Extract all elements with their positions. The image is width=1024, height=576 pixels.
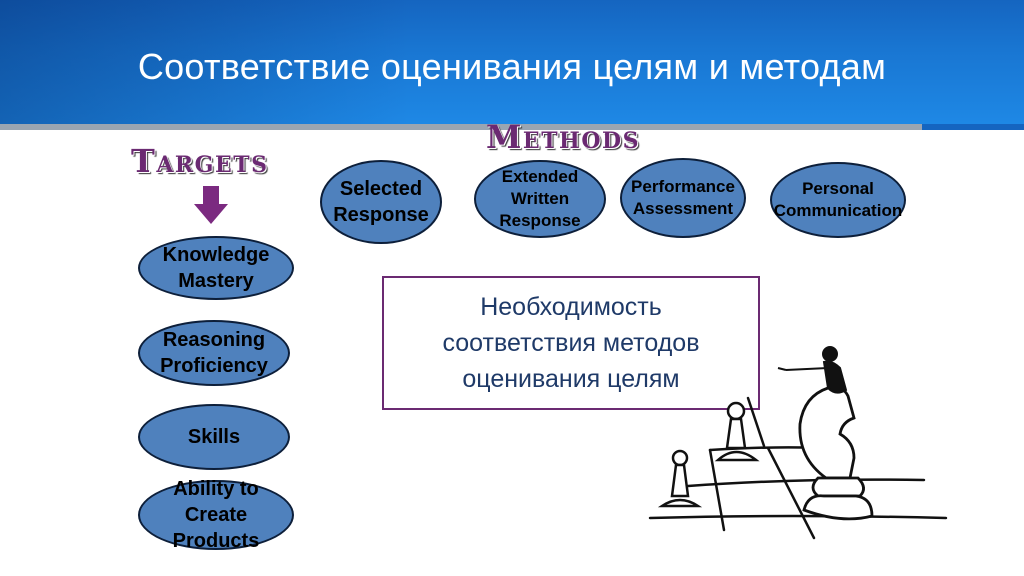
slide-title: Соответствие оценивания целям и методам	[137, 46, 887, 87]
methods-heading: Methods	[486, 118, 640, 156]
divider-rule-accent	[922, 124, 1024, 130]
method-oval-performance-assessment: Performance Assessment	[620, 158, 746, 238]
target-label: Knowledge Mastery	[162, 244, 270, 292]
target-oval-knowledge-mastery: Knowledge Mastery	[138, 236, 294, 300]
method-label: Personal Communication	[773, 178, 903, 220]
method-oval-personal-communication: Personal Communication	[770, 162, 906, 238]
target-label: Skills	[187, 426, 241, 448]
divider-rule	[0, 124, 922, 130]
targets-heading: Targets	[131, 142, 269, 180]
target-label: Reasoning Proficiency	[160, 329, 268, 377]
target-oval-reasoning-proficiency: Reasoning Proficiency	[138, 320, 290, 386]
title-banner	[0, 0, 1024, 124]
target-oval-skills: Skills	[138, 404, 290, 470]
method-label: Extended Written Response	[499, 166, 581, 231]
method-label: Performance Assessment	[631, 176, 735, 218]
callout-text: Необходимость соответствия методов оцени…	[442, 292, 700, 394]
callout-box: Необходимость соответствия методов оцени…	[382, 276, 760, 410]
target-label: Ability to Create Products	[172, 478, 260, 552]
down-arrow-icon	[194, 186, 228, 224]
method-label: Selected Response	[333, 178, 429, 226]
target-oval-ability-to-create-products: Ability to Create Products	[138, 478, 294, 552]
method-oval-selected-response: Selected Response	[320, 160, 442, 244]
title-banner-shade	[0, 0, 1024, 124]
chess-pieces-icon	[648, 346, 948, 540]
method-oval-extended-written-response: Extended Written Response	[474, 160, 606, 238]
